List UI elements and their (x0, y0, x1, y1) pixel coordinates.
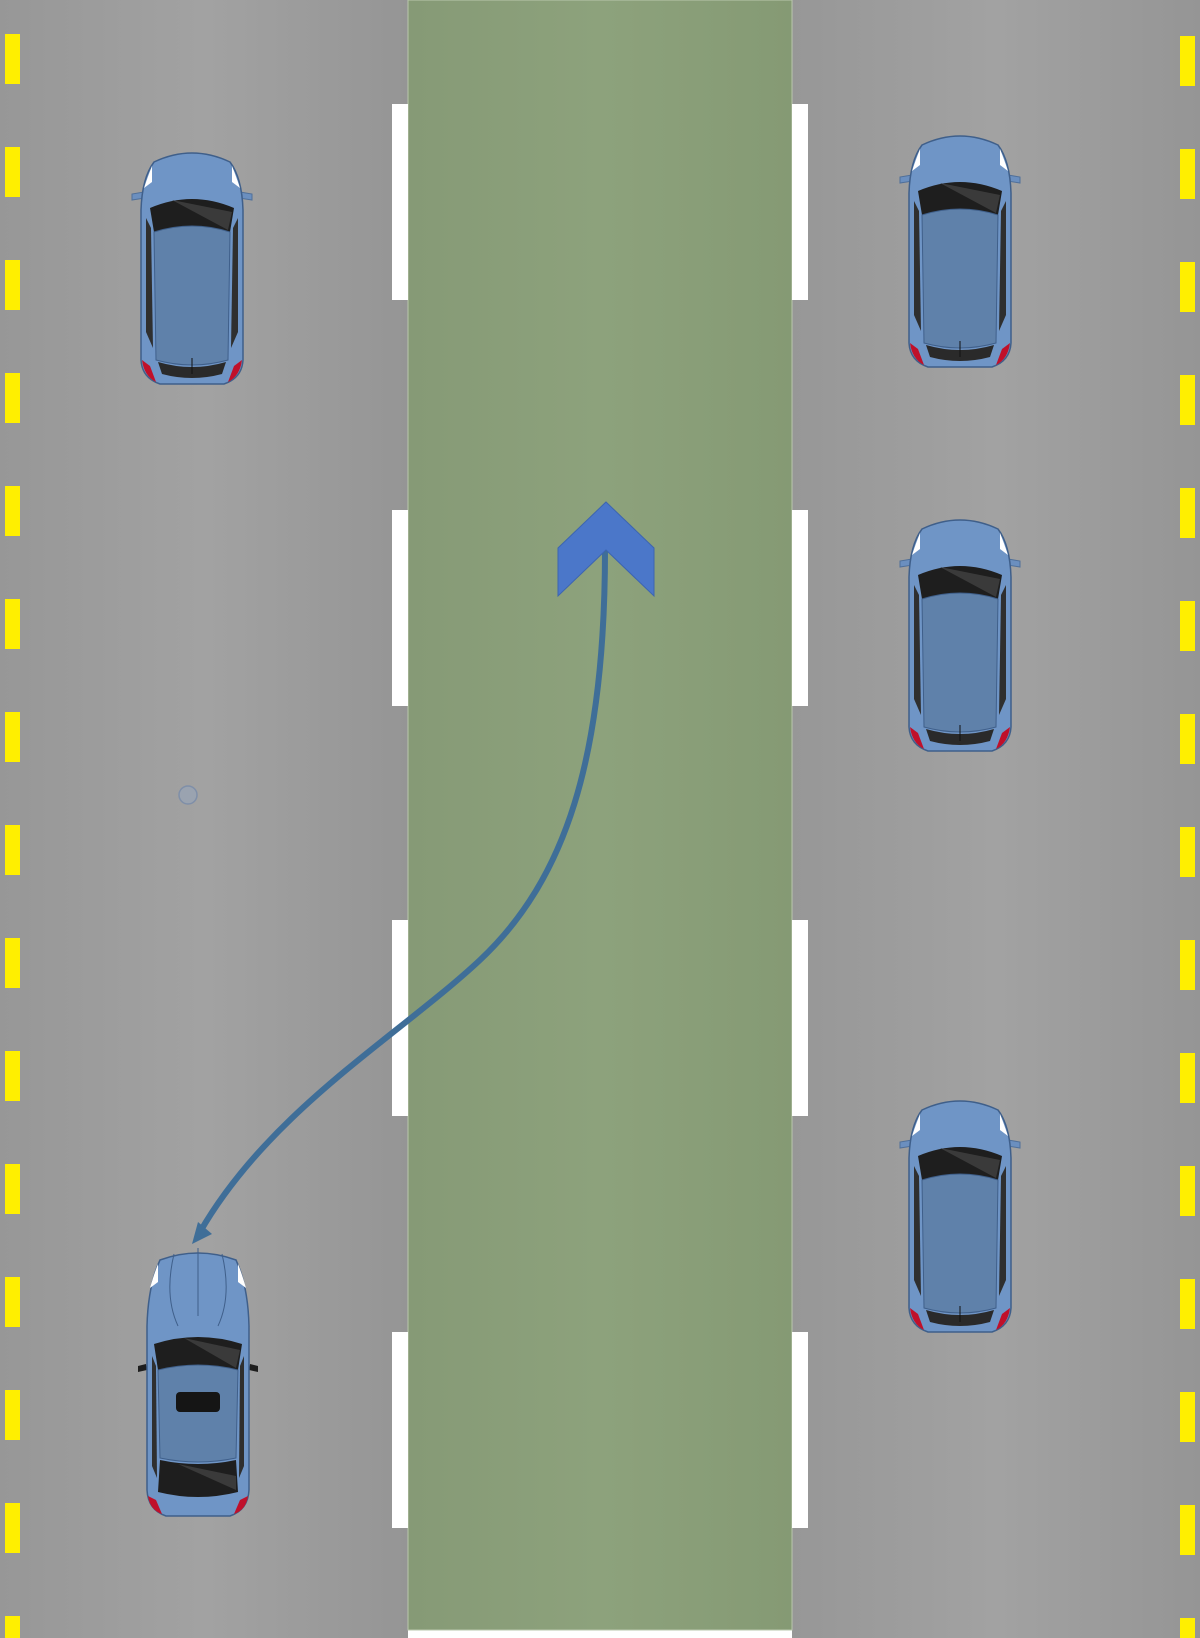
edge-dash (5, 1277, 20, 1327)
right-edge-line (1180, 36, 1195, 1638)
edge-dash (1180, 1053, 1195, 1103)
edge-dash (5, 712, 20, 762)
car-right-top (899, 135, 1021, 368)
edge-dash (5, 1164, 20, 1214)
edge-dash (5, 34, 20, 84)
up-chevron-icon (557, 501, 655, 598)
edge-dash (5, 373, 20, 423)
edge-dash (5, 1390, 20, 1440)
edge-dash (5, 825, 20, 875)
circle-marker (178, 785, 198, 805)
edge-dash (5, 260, 20, 310)
car-right-middle (899, 519, 1021, 752)
edge-dash (1180, 262, 1195, 312)
left-edge-line (5, 34, 20, 1638)
edge-dash (1180, 488, 1195, 538)
edge-dash (1180, 36, 1195, 86)
edge-dash (1180, 601, 1195, 651)
edge-dash (5, 1051, 20, 1101)
edge-dash (1180, 1166, 1195, 1216)
edge-dash (5, 486, 20, 536)
edge-dash (1180, 1279, 1195, 1329)
car-left-bottom-sedan (137, 1247, 259, 1517)
edge-dash (5, 147, 20, 197)
right-lane-line (792, 104, 808, 1528)
edge-dash (1180, 1392, 1195, 1442)
edge-dash (1180, 1505, 1195, 1555)
arrow-head (192, 1222, 212, 1244)
edge-dash (1180, 149, 1195, 199)
edge-dash (1180, 1618, 1195, 1638)
car-left-top (131, 152, 253, 385)
edge-dash (1180, 714, 1195, 764)
car-right-bottom (899, 1100, 1021, 1333)
edge-dash (5, 599, 20, 649)
edge-dash (1180, 940, 1195, 990)
green-median (407, 0, 793, 1631)
curved-path-arrow (197, 547, 608, 1235)
left-lane-line (392, 104, 408, 1528)
edge-dash (5, 1616, 20, 1638)
edge-dash (1180, 375, 1195, 425)
edge-dash (5, 938, 20, 988)
edge-dash (5, 1503, 20, 1553)
edge-dash (1180, 827, 1195, 877)
